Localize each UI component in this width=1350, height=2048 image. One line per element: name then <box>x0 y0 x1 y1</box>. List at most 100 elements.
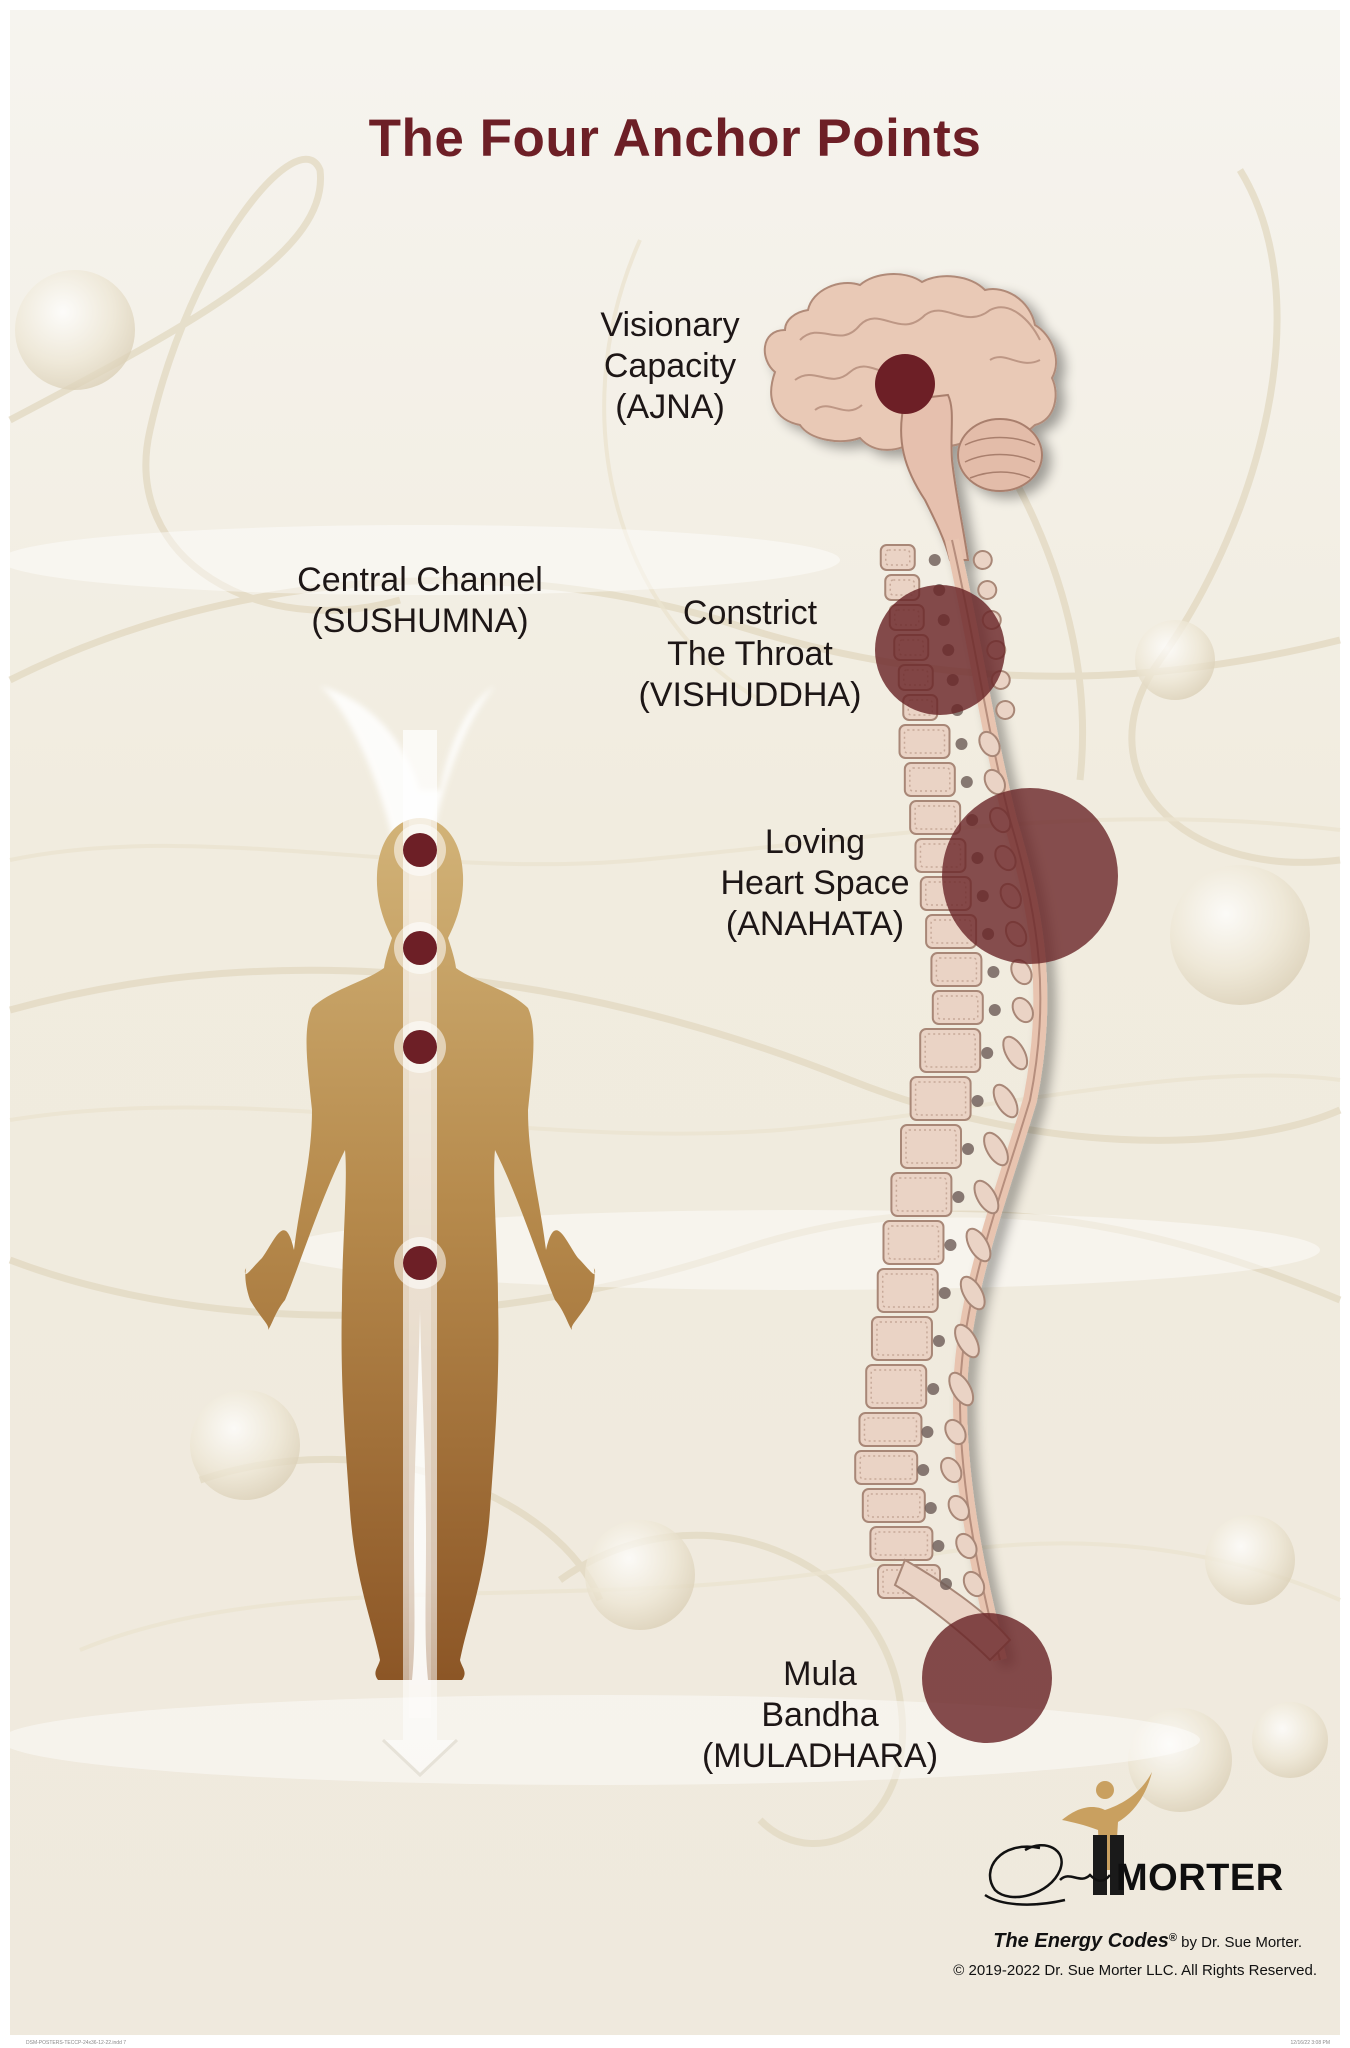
heart-line1: Loving <box>764 823 866 861</box>
vertebra <box>930 952 983 987</box>
body-chakra-dot <box>403 931 437 965</box>
spinous-process <box>965 1227 992 1263</box>
vertebra-texture <box>937 995 979 1020</box>
page-title: The Four Anchor Points <box>368 109 982 168</box>
label-mula-bandha: Mula Bandha (MULADHARA) <box>690 1654 950 1777</box>
cord-dot <box>932 1540 945 1552</box>
cord-dot <box>932 1335 945 1347</box>
logo-signature <box>984 1844 1111 1906</box>
vertebra-texture <box>885 549 911 566</box>
throat-line2: The Throat <box>667 635 833 673</box>
label-visionary-capacity: Visionary Capacity (AJNA) <box>550 305 790 428</box>
spinous-process <box>962 1570 986 1598</box>
print-mark-right: 12/16/22 3:08 PM <box>1290 2040 1330 2046</box>
cord-dot <box>924 1502 937 1514</box>
vertebra-texture <box>930 919 972 944</box>
vertebra-texture <box>887 1225 940 1260</box>
brand-logo: MORTER <box>984 1772 1284 1906</box>
vertebra-texture <box>914 805 956 830</box>
vertebra <box>861 1488 926 1523</box>
cord-dot <box>971 1095 984 1107</box>
ajna-marker <box>875 354 935 414</box>
spinous-process <box>992 1083 1019 1119</box>
spinous-process <box>948 1371 975 1407</box>
cord-dot <box>927 1383 940 1395</box>
cord-dot <box>988 1004 1001 1016</box>
spinous-process <box>940 1456 963 1484</box>
spinous-process <box>1002 1035 1029 1071</box>
brand-name-holder: MORTER <box>1116 1857 1284 1899</box>
registered-mark: ® <box>1168 1932 1177 1944</box>
vertebra-texture <box>919 843 962 868</box>
vertebra <box>879 544 916 571</box>
central-channel-line2: (SUSHUMNA) <box>311 602 529 640</box>
cord-dot <box>981 1047 994 1059</box>
throat-holder: Constrict The Throat (VISHUDDHA) <box>600 593 900 716</box>
body-chakra-dots <box>394 824 446 1289</box>
vertebra-texture <box>909 767 951 792</box>
central-channel-line1: Central Channel <box>297 561 543 599</box>
byline: by Dr. Sue Morter. <box>1176 1934 1302 1951</box>
vertebra-texture <box>889 579 915 596</box>
vertebra-texture <box>870 1369 922 1404</box>
cord-dot <box>917 1464 930 1476</box>
title-holder: The Four Anchor Points <box>368 109 982 168</box>
spinous-process <box>995 700 1016 720</box>
spine-chakra-circles <box>875 354 1118 1743</box>
heart-line2: Heart Space <box>720 864 910 902</box>
vertebra-texture <box>907 699 933 716</box>
vertebra <box>870 1316 933 1361</box>
label-constrict-throat: Constrict The Throat (VISHUDDHA) <box>600 593 900 716</box>
spinous-process <box>1011 996 1034 1024</box>
brand-name: MORTER <box>1116 1857 1284 1899</box>
label-central-channel: Central Channel (SUSHUMNA) <box>250 560 590 642</box>
cord-dot <box>938 1287 951 1299</box>
cord-dot <box>928 554 941 566</box>
vertebra <box>903 762 956 797</box>
cord-dot <box>940 1578 952 1590</box>
spinous-process <box>972 550 993 570</box>
root-line1: Mula <box>783 1655 857 1693</box>
vertebra <box>900 1124 962 1169</box>
visionary-line1: Visionary <box>600 306 740 344</box>
vertebra-texture <box>863 1417 918 1442</box>
vertebra-texture <box>914 1081 967 1116</box>
vertebra <box>876 1268 939 1313</box>
root-line2: Bandha <box>761 1696 879 1734</box>
heart-holder: Loving Heart Space (ANAHATA) <box>720 823 910 943</box>
cord-dot <box>962 1143 974 1155</box>
anahata-marker <box>942 788 1118 964</box>
vertebra-texture <box>905 1129 957 1164</box>
cord-dot <box>921 1426 934 1438</box>
spinous-process <box>983 1131 1009 1167</box>
copyright-text: © 2019-2022 Dr. Sue Morter LLC. All Righ… <box>953 1962 1317 1979</box>
body-chakra-dot <box>403 833 437 867</box>
central-channel-holder: Central Channel (SUSHUMNA) <box>250 560 590 642</box>
body-chakra-dot <box>403 1030 437 1064</box>
brand-tagline: The Energy Codes® by Dr. Sue Morter. <box>993 1930 1302 1953</box>
vertebra <box>898 724 951 759</box>
vertebra-texture <box>924 1033 976 1068</box>
visionary-line2: Capacity <box>603 347 737 385</box>
vertebra <box>865 1364 928 1409</box>
cord-dot <box>952 1191 965 1203</box>
vertebra <box>882 1220 945 1265</box>
visionary-line3: (AJNA) <box>615 388 725 426</box>
vertebra <box>858 1412 923 1447</box>
vertebra <box>919 1028 982 1073</box>
vertebra-texture <box>876 1321 928 1356</box>
vertebra-texture <box>895 1177 948 1212</box>
cord-dot <box>960 776 973 788</box>
product-name: The Energy Codes <box>993 1930 1169 1952</box>
vertebra <box>869 1526 934 1561</box>
vertebra-texture <box>881 1273 934 1308</box>
vishuddha-marker <box>875 585 1005 715</box>
cord-dot <box>955 738 968 750</box>
root-holder: Mula Bandha (MULADHARA) <box>690 1654 950 1777</box>
heart-line3: (ANAHATA) <box>725 905 905 943</box>
body-chakra-dot <box>403 1246 437 1280</box>
spinous-process <box>955 1532 978 1560</box>
spinous-process <box>947 1494 970 1522</box>
